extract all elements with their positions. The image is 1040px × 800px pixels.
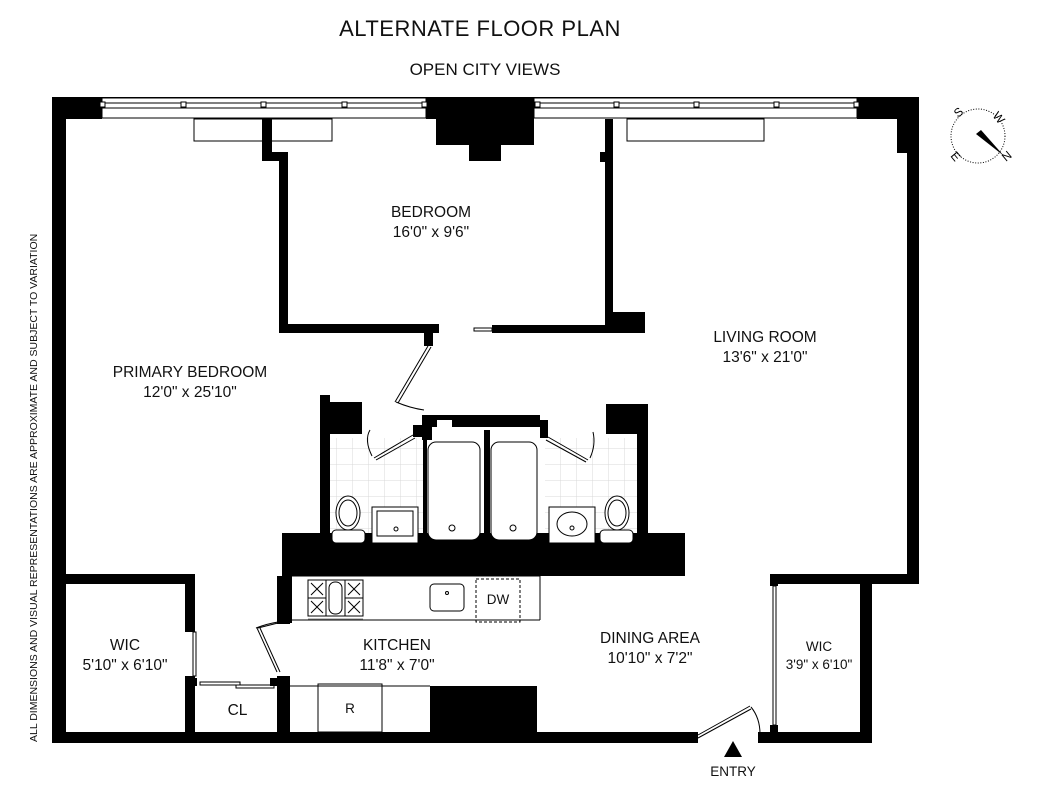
refrigerator-label: R: [345, 701, 355, 716]
room-bedroom: BEDROOM 16'0" x 9'6": [366, 203, 496, 243]
room-kitchen: KITCHEN 11'8" x 7'0": [327, 636, 467, 676]
doors: [192, 327, 777, 739]
plan-subtitle: OPEN CITY VIEWS: [409, 60, 561, 79]
room-size: 5'10" x 6'10": [82, 657, 168, 674]
entry-label: ENTRY: [710, 764, 756, 779]
windows: [99, 97, 860, 142]
room-wic-left: WIC 5'10" x 6'10": [65, 636, 185, 676]
plan-title: ALTERNATE FLOOR PLAN: [339, 16, 621, 41]
room-size: 16'0" x 9'6": [392, 224, 470, 241]
kitchen-fixtures: [290, 575, 541, 733]
room-name: WIC: [109, 637, 141, 654]
room-size: 11'8" x 7'0": [359, 657, 435, 674]
room-closet: CL: [205, 701, 270, 721]
room-dining-area: DINING AREA 10'10" x 7'2": [575, 629, 725, 669]
room-name: BEDROOM: [390, 204, 472, 221]
room-name: LIVING ROOM: [713, 329, 817, 346]
room-name: CL: [227, 702, 248, 719]
bath-fixtures: [331, 441, 634, 544]
compass-n: N: [999, 148, 1015, 164]
room-primary-bedroom: PRIMARY BEDROOM 12'0" x 25'10": [90, 363, 290, 403]
room-size: 13'6" x 21'0": [722, 349, 808, 366]
compass-rose-icon: S W N E: [948, 104, 1015, 164]
dishwasher-label: DW: [486, 592, 510, 607]
walls: [52, 97, 919, 743]
compass-e: E: [948, 149, 964, 164]
compass-s: S: [951, 104, 966, 120]
room-size: 10'10" x 7'2": [607, 650, 693, 667]
room-size: 12'0" x 25'10": [143, 384, 237, 401]
compass-w: W: [990, 109, 1008, 127]
room-name: PRIMARY BEDROOM: [112, 364, 268, 381]
room-wic-right: WIC 3'9" x 6'10": [776, 638, 862, 674]
entry-arrow-icon: [724, 741, 742, 757]
room-size: 3'9" x 6'10": [785, 657, 853, 672]
room-name: KITCHEN: [362, 637, 432, 654]
room-name: WIC: [805, 639, 833, 654]
room-name: DINING AREA: [600, 630, 700, 647]
room-living-room: LIVING ROOM 13'6" x 21'0": [690, 328, 840, 368]
